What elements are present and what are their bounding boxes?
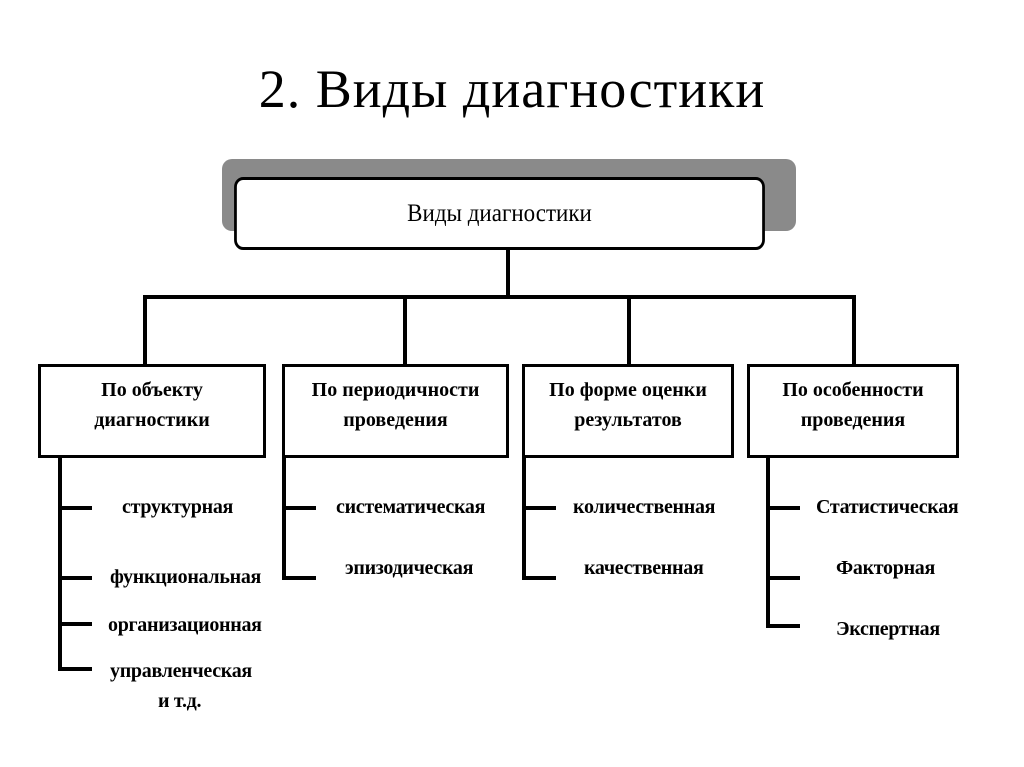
connector-root-down [506,247,510,297]
connector-horizontal-bus [143,295,856,299]
root-box: Виды диагностики [234,177,765,250]
item-tick [766,506,800,510]
category-label-line2: проведения [800,409,906,431]
item-tick [58,576,92,580]
category-label-line1: По периодичности [311,379,480,401]
category-box-object: По объекту диагностики [38,364,266,458]
item-tick [58,506,92,510]
slide-title: 2. Виды диагностики [258,59,766,119]
list-item: Факторная [836,557,936,579]
category-box-evaluation-form: По форме оценки результатов [522,364,734,458]
connector-drop-3 [627,295,631,365]
root-label: Виды диагностики [407,199,592,227]
list-item: систематическая [336,496,486,518]
list-item: организационная [108,614,262,636]
connector-drop-2 [403,295,407,365]
list-item: качественная [584,557,704,579]
item-tick [522,506,556,510]
item-tick [766,624,800,628]
list-item: количественная [573,496,716,518]
category-label-line2: результатов [574,409,682,431]
list-item: и т.д. [158,690,202,712]
item-bracket-vertical [766,458,770,628]
item-tick [282,576,316,580]
list-item: эпизодическая [345,557,474,579]
list-item: функциональная [110,566,262,588]
category-label-line1: По особенности [782,379,924,401]
connector-drop-1 [143,295,147,365]
list-item: структурная [122,496,234,518]
item-tick [58,622,92,626]
item-tick [522,576,556,580]
connector-drop-4 [852,295,856,365]
item-tick [282,506,316,510]
item-bracket-vertical [282,458,286,580]
item-tick [58,667,92,671]
list-item: Экспертная [836,618,940,640]
item-bracket-vertical [58,458,62,670]
category-box-periodicity: По периодичности проведения [282,364,509,458]
category-label-line2: диагностики [94,409,210,431]
category-label-line1: По форме оценки [549,379,707,401]
item-bracket-vertical [522,458,526,580]
category-box-conduct-feature: По особенности проведения [747,364,959,458]
list-item: управленческая [110,660,252,682]
category-label-line2: проведения [343,409,448,431]
category-label-line1: По объекту [101,379,203,401]
list-item: Статистическая [816,496,959,518]
item-tick [766,576,800,580]
